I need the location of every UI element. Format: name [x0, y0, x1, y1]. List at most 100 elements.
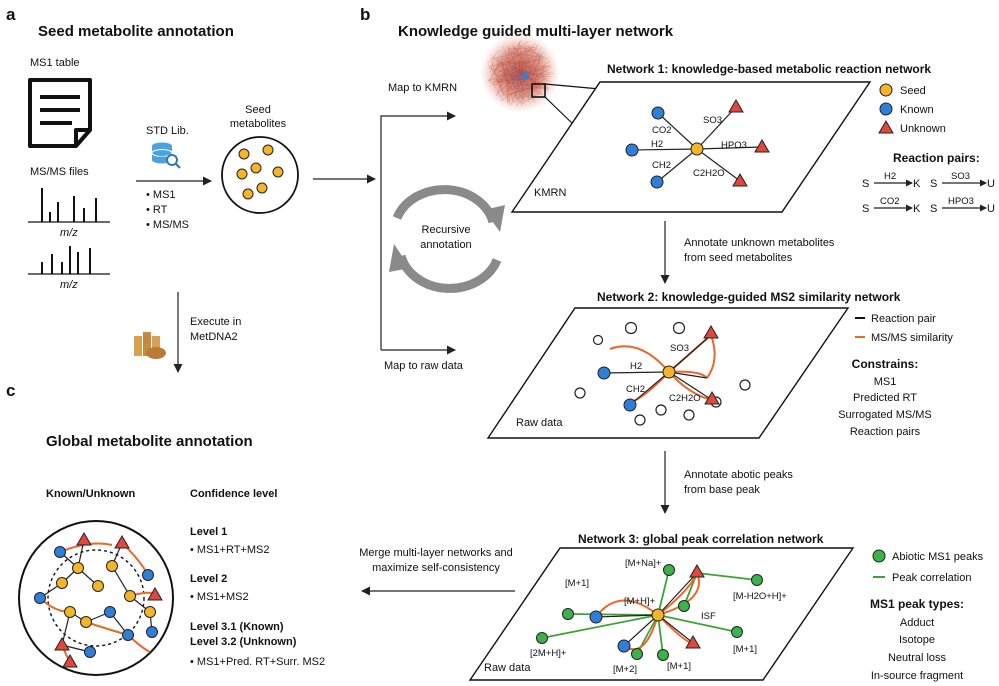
mz-label-1: m/z [60, 227, 78, 239]
hairball-edge [519, 85, 541, 97]
level-2-name: Level 2 [190, 573, 227, 585]
peak-label: [2M+H]+ [530, 648, 567, 659]
level-3-desc: • MS1+Pred. RT+Surr. MS2 [190, 656, 325, 668]
edge-label: H2 [630, 361, 642, 372]
edge-label: CO2 [652, 125, 672, 136]
hairball-edge [497, 56, 535, 94]
level-3-known: Level 3.1 (Known) [190, 621, 284, 633]
edge-label: CH2 [626, 384, 645, 395]
level-3-unknown: Level 3.2 (Unknown) [190, 636, 297, 648]
hairball-edge [496, 78, 509, 102]
svg-text:S: S [862, 203, 869, 215]
network1-plane-label: KMRN [534, 187, 566, 199]
global-annotation-circle [18, 520, 174, 676]
execute-label-1: Execute in [190, 316, 241, 328]
std-item-msms: • MS/MS [146, 219, 189, 231]
annotate-abiotic-2: from base peak [684, 484, 760, 496]
panel-c-letter: c [6, 381, 15, 400]
hairball-edge [523, 98, 532, 103]
zoom-line [544, 96, 577, 128]
col-confidence: Confidence level [190, 488, 277, 500]
hairball-edge [490, 48, 538, 60]
arrow-map-kmrn [380, 111, 456, 350]
hairball-edge [500, 44, 538, 87]
hairball-edge [489, 62, 528, 67]
cloud-server-icon [134, 332, 166, 359]
hairball-edge [509, 47, 536, 50]
hairball-edge [502, 45, 522, 61]
hairball-edge [487, 49, 500, 64]
hairball-edge [502, 60, 510, 104]
hairball-edge [537, 54, 541, 68]
svg-text:U: U [987, 203, 995, 215]
hairball-edge [488, 64, 501, 81]
ms1-table-label: MS1 table [30, 57, 80, 69]
hairball-edge [503, 70, 513, 81]
network3-graph [536, 564, 763, 661]
peak-label: [M+1] [565, 578, 589, 589]
svg-text:U: U [987, 178, 995, 190]
reaction-pair-row: S H2 K S SO3 U [862, 171, 995, 190]
hairball-edge [512, 72, 522, 91]
hairball-edge [540, 66, 544, 78]
hairball-edge [520, 44, 539, 75]
edge-label: C2H2O [669, 393, 701, 404]
seed-label-1: Seed [245, 104, 271, 116]
std-lib-label: STD Lib. [146, 125, 189, 137]
hairball-edge [510, 65, 524, 99]
legend-network1 [878, 83, 894, 134]
hairball-edge [487, 67, 538, 84]
svg-text:H2: H2 [884, 171, 896, 182]
peak-label: [M+1] [667, 661, 691, 672]
hairball-edge [500, 74, 504, 88]
hairball-edge [512, 45, 546, 78]
hairball-edge [497, 77, 511, 83]
panel-c-title: Global metabolite annotation [46, 433, 253, 450]
edge-label: SO3 [703, 115, 722, 126]
hairball-edge [512, 45, 534, 76]
hairball-edge [487, 58, 537, 82]
hairball-edge [491, 81, 503, 102]
svg-text:S: S [930, 178, 937, 190]
hairball-edge [516, 84, 529, 97]
hairball-edge [494, 63, 522, 86]
document-icon [28, 78, 92, 148]
hairball-edge [507, 42, 521, 56]
svg-text:S: S [862, 178, 869, 190]
constrain-item: Predicted RT [853, 392, 917, 404]
spectrum-icon [28, 188, 110, 223]
hairball-edge [503, 56, 524, 77]
edge-label: C2H2O [693, 168, 725, 179]
peak-label: [M+2] [613, 664, 637, 675]
col-known-unknown: Known/Unknown [46, 488, 135, 500]
hairball-edge [521, 66, 552, 88]
hairball-edge [496, 61, 535, 100]
edge-label: CH2 [652, 160, 671, 171]
zoom-line [544, 83, 601, 90]
recursive-loop-icon [389, 185, 505, 293]
constrain-item: Reaction pairs [850, 426, 921, 438]
network2-title: Network 2: knowledge-guided MS2 similari… [597, 290, 901, 304]
network3-plane-label: Raw data [484, 662, 531, 674]
edge-label: SO3 [670, 343, 689, 354]
legend-network2 [855, 317, 865, 338]
map-kmrn-label: Map to KMRN [388, 82, 457, 94]
constrain-item: MS1 [874, 376, 897, 388]
merge-label-1: Merge multi-layer networks and [359, 547, 512, 559]
hairball-edge [515, 93, 540, 99]
peak-types-title: MS1 peak types: [870, 597, 964, 611]
constrains-title: Constrains: [852, 357, 919, 371]
execute-label-2: MetDNA2 [190, 331, 238, 343]
svg-text:K: K [913, 178, 921, 190]
peak-label: ISF [701, 611, 716, 622]
std-item-ms1: • MS1 [146, 189, 176, 201]
peak-type-item: Isotope [899, 634, 935, 646]
zoom-box [531, 83, 546, 98]
kmrn-hairball [480, 33, 560, 113]
merge-label-2: maximize self-consistency [372, 562, 500, 574]
network3-title: Network 3: global peak correlation netwo… [578, 532, 824, 546]
constrain-item: Surrogated MS/MS [838, 409, 932, 421]
hairball-edge [520, 43, 537, 58]
network1-graph [625, 99, 770, 189]
msms-files-label: MS/MS files [30, 166, 89, 178]
